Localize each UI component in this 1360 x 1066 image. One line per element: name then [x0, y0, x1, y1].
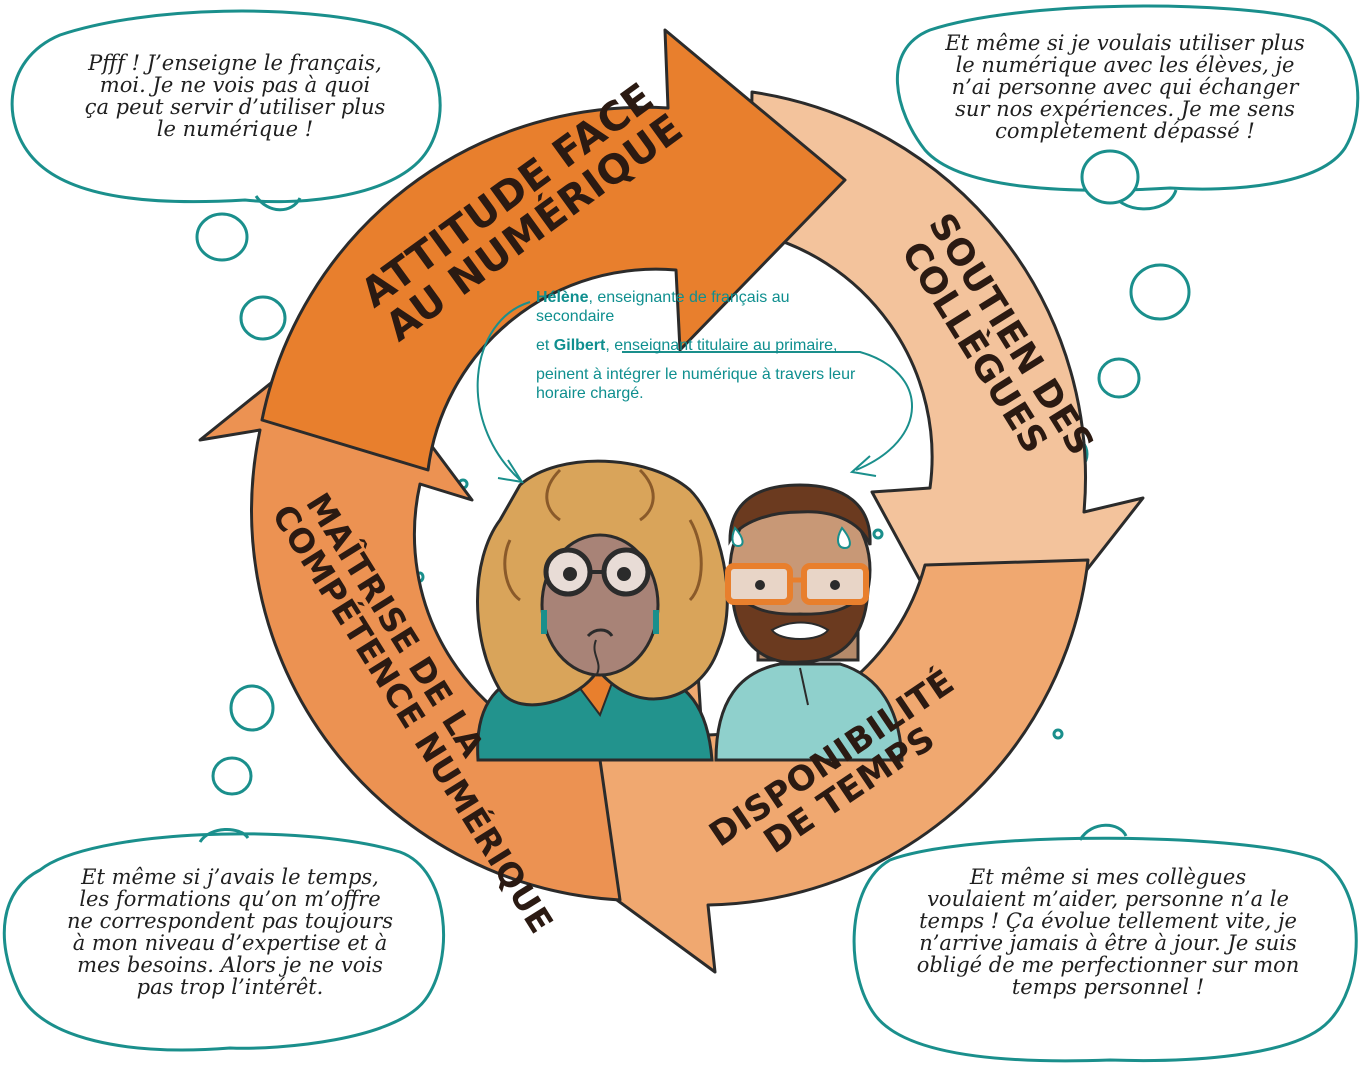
arrow-attitude: [260, 28, 847, 472]
speech-bubble-bottom-right: [852, 823, 1358, 1063]
bubble-text-top-left: Pfff ! J’enseigne le français, moi. Je n…: [84, 51, 386, 141]
arrow-soutien: [748, 90, 1145, 702]
character-gilbert: [714, 483, 904, 762]
character-helene: [476, 459, 729, 762]
bubble-text-bottom-left: Et même si j’avais le temps, les formati…: [67, 865, 393, 999]
decorative-circle: [1080, 149, 1140, 205]
arrow-disponibilite: [506, 558, 1090, 974]
caption-pointers: [476, 301, 913, 484]
caption-line-3: peinent à intégrer le numérique à traver…: [536, 366, 856, 402]
speech-bubble-bottom-left: [2, 828, 445, 1052]
bubble-text-bottom-right: Et même si mes collègues voulaient m’aid…: [916, 865, 1300, 999]
decorative-circle: [229, 684, 275, 732]
decorative-circle: [195, 212, 249, 262]
bubble-text-top-right: Et même si je voulais utiliser plus le n…: [945, 31, 1305, 143]
caption-line-2: et Gilbert, enseignant titulaire au prim…: [536, 337, 838, 354]
decorative-circle: [1097, 357, 1141, 399]
characters-caption: Hélène, enseignante de français au secon…: [536, 288, 866, 403]
decorative-circle: [872, 528, 884, 540]
speech-bubble-top-left: [10, 9, 442, 212]
decorative-circle: [211, 756, 253, 796]
decorative-circle: [239, 295, 287, 341]
caption-line-1: Hélène, enseignante de français au secon…: [536, 289, 790, 325]
decorative-circle: [1129, 263, 1191, 321]
caption-name-gilbert: Gilbert: [553, 337, 606, 354]
decorative-circle: [1052, 728, 1064, 740]
caption-name-helene: Hélène: [536, 289, 589, 306]
